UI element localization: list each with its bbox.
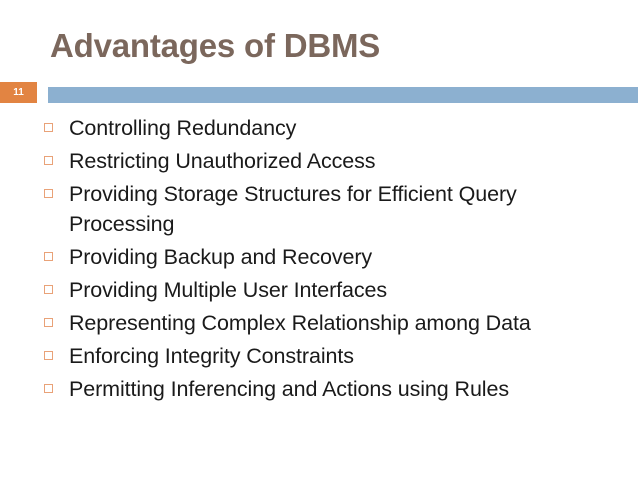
list-item-label: Restricting Unauthorized Access: [69, 149, 376, 173]
list-item-label: Permitting Inferencing and Actions using…: [69, 377, 509, 401]
list-item: Providing Backup and Recovery: [44, 242, 624, 272]
list-item: Providing Multiple User Interfaces: [44, 275, 624, 305]
list-item: Enforcing Integrity Constraints: [44, 341, 624, 371]
list-item: Permitting Inferencing and Actions using…: [44, 374, 624, 404]
page-number-badge: 11: [0, 82, 37, 103]
list-item: Controlling Redundancy: [44, 113, 624, 143]
list-item: Restricting Unauthorized Access: [44, 146, 624, 176]
square-bullet-icon: [44, 285, 53, 294]
list-item-label: Controlling Redundancy: [69, 116, 297, 140]
square-bullet-icon: [44, 351, 53, 360]
list-item-label: Providing Backup and Recovery: [69, 245, 373, 269]
header-rule: 11: [0, 82, 638, 104]
list-item-label: Enforcing Integrity Constraints: [69, 344, 354, 368]
square-bullet-icon: [44, 252, 53, 261]
advantages-bullet-list: Controlling Redundancy Restricting Unaut…: [44, 113, 624, 407]
square-bullet-icon: [44, 156, 53, 165]
square-bullet-icon: [44, 189, 53, 198]
list-item-label: Providing Storage Structures for Efficie…: [69, 182, 517, 236]
list-item: Representing Complex Relationship among …: [44, 308, 624, 338]
square-bullet-icon: [44, 384, 53, 393]
list-item-label: Providing Multiple User Interfaces: [69, 278, 388, 302]
square-bullet-icon: [44, 318, 53, 327]
list-item-label: Representing Complex Relationship among …: [69, 311, 531, 335]
square-bullet-icon: [44, 123, 53, 132]
list-item: Providing Storage Structures for Efficie…: [44, 179, 624, 239]
page-title: Advantages of DBMS: [50, 27, 381, 64]
header-divider-bar: [48, 87, 638, 103]
